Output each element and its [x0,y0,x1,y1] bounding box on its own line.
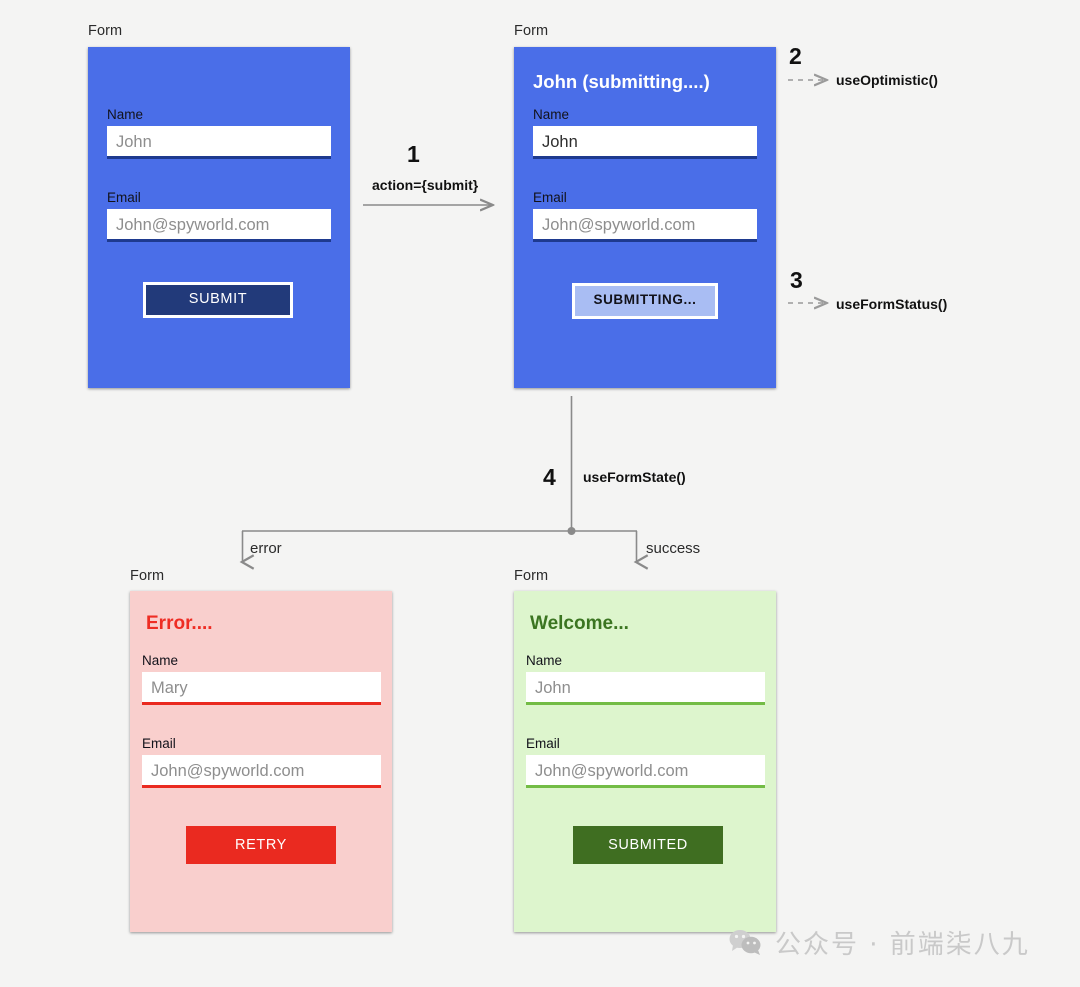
step-number-2: 2 [789,43,802,69]
form-card-submitting: John (submitting....) Name John Email Jo… [514,47,776,388]
step-number-4: 4 [543,464,556,490]
field-label-name: Name [526,653,563,668]
field-email-submitting: Email John@spyworld.com [533,190,757,242]
watermark: 公众号 · 前端柒八九 [729,924,1030,961]
form-card-initial: Name John Email John@spyworld.com SUBMIT [88,47,350,388]
field-label-name: Name [142,653,179,668]
field-input-email[interactable]: John@spyworld.com [533,209,757,242]
step-number-1: 1 [407,141,420,167]
field-label-email: Email [533,190,567,205]
field-input-name[interactable]: John [107,126,331,159]
submitting-button[interactable]: SUBMITTING... [572,283,718,319]
branch-label-error: error [250,540,282,557]
field-label-email: Email [526,736,560,751]
field-input-name[interactable]: Mary [142,672,381,705]
form-caption-success: Form [514,568,549,584]
step-label-1: action={submit} [372,177,479,193]
form-title-error: Error.... [146,613,213,634]
step-number-3: 3 [790,267,803,293]
form-card-success: Welcome... Name John Email John@spyworld… [514,591,776,932]
branch-label-success: success [646,540,701,557]
field-email-initial: Email John@spyworld.com [107,190,331,242]
field-label-name: Name [107,107,144,122]
form-caption-submitting: Form [514,23,549,39]
form-caption-error: Form [130,568,165,584]
field-input-email[interactable]: John@spyworld.com [142,755,381,788]
form-title-success: Welcome... [530,613,629,634]
field-name-initial: Name John [107,107,331,159]
step-label-4: useFormState() [583,469,686,485]
field-name-submitting: Name John [533,107,757,159]
retry-button[interactable]: RETRY [186,826,336,864]
field-input-name[interactable]: John [526,672,765,705]
field-input-email[interactable]: John@spyworld.com [526,755,765,788]
field-label-email: Email [142,736,176,751]
field-label-name: Name [533,107,570,122]
form-caption-initial: Form [88,23,123,39]
step-label-2: useOptimistic() [836,72,938,88]
field-name-error: Name Mary [142,653,381,705]
field-input-name[interactable]: John [533,126,757,159]
field-email-error: Email John@spyworld.com [142,736,381,788]
field-label-email: Email [107,190,141,205]
field-input-email[interactable]: John@spyworld.com [107,209,331,242]
wechat-icon [729,929,761,955]
field-email-success: Email John@spyworld.com [526,736,765,788]
submited-button[interactable]: SUBMITED [573,826,723,864]
submit-button[interactable]: SUBMIT [143,282,293,318]
watermark-text: 公众号 · 前端柒八九 [775,930,1030,960]
field-name-success: Name John [526,653,765,705]
step-label-3: useFormStatus() [836,296,948,312]
form-title-submitting: John (submitting....) [533,71,710,92]
form-card-error: Error.... Name Mary Email John@spyworld.… [130,591,392,932]
